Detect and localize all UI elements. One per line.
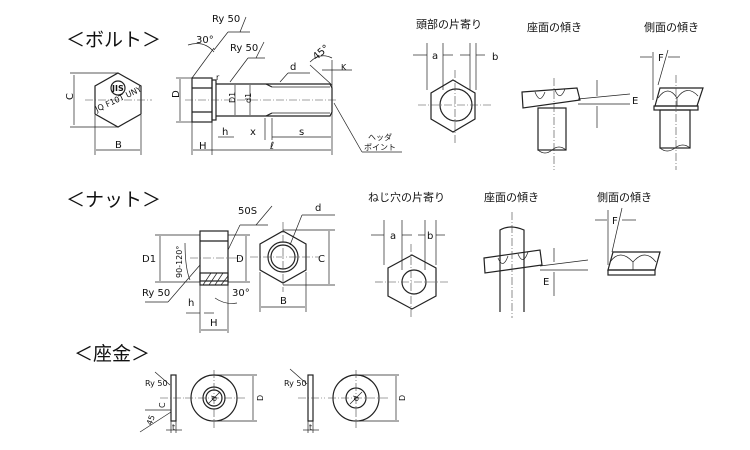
bolt-head-offset-view: 頭部の片寄り a b [413, 17, 498, 145]
label-H: H [210, 318, 218, 329]
bolt-side-view: Ry 50 30° Ry 50 r d 45° K D D1 d1 h x s … [171, 14, 402, 155]
label-r: r [216, 73, 220, 82]
label-K: K [341, 63, 347, 72]
label-h: h [188, 298, 194, 309]
hole-offset-title: ねじ穴の片寄り [368, 190, 445, 204]
label-50S: 50S [238, 206, 257, 217]
label-ry50-head: Ry 50 [212, 14, 240, 25]
label-ry50: Ry 50 [145, 379, 168, 388]
label-ry50: Ry 50 [142, 288, 170, 299]
bolt-side-tilt-title: 側面の傾き [644, 20, 699, 34]
head-offset-title: 頭部の片寄り [416, 17, 482, 31]
label-d1: d1 [244, 93, 253, 103]
label-t: t [172, 423, 175, 432]
label-b: b [427, 231, 433, 242]
label-C: C [318, 254, 325, 265]
label-d: d [351, 395, 361, 403]
label-angle-45: 45 [145, 414, 157, 427]
bolt-seat-tilt-view: 座面の傾き E [521, 20, 638, 170]
label-angle-90-120: 90-120° [175, 246, 184, 278]
label-D1: D1 [228, 92, 237, 103]
nut-side-tilt-title: 側面の傾き [597, 190, 652, 204]
label-l: ℓ [270, 141, 274, 152]
jis-logo-text: JIS [111, 84, 124, 93]
label-D: D [398, 395, 407, 401]
label-ry50-shank: Ry 50 [230, 43, 258, 54]
label-D: D [171, 90, 182, 98]
label-ry50: Ry 50 [284, 379, 307, 388]
label-C: C [158, 402, 167, 408]
nut-hole-offset-view: ねじ穴の片寄り a b [368, 190, 450, 318]
washer-right: Ry 50 t d D [284, 368, 407, 433]
nut-side-tilt-view: 側面の傾き F [595, 190, 661, 276]
nut-section-title: ＜ナット＞ [66, 189, 161, 211]
label-h: h [222, 127, 228, 138]
label-H: H [199, 141, 207, 152]
label-angle-45: 45° [311, 43, 332, 63]
label-x: x [250, 127, 256, 138]
label-C: C [65, 93, 76, 100]
label-d: d [209, 395, 219, 403]
label-d: d [290, 62, 296, 73]
label-F: F [658, 53, 664, 64]
label-D: D [256, 395, 265, 401]
label-header-point-2: ポイント [364, 143, 396, 152]
nut-seat-tilt-view: 座面の傾き E [483, 190, 589, 318]
label-B: B [115, 140, 122, 151]
label-angle-30: 30° [232, 288, 250, 299]
label-E: E [632, 96, 638, 107]
bolt-head-top-view: JIS JQ F10T UNY C B [65, 72, 152, 155]
label-header-point-1: ヘッダ [368, 132, 392, 142]
washer-left: Ry 50 C 45 t d D [139, 370, 265, 433]
label-s: s [299, 127, 304, 138]
label-t: t [309, 423, 312, 432]
label-D1: D1 [142, 254, 156, 265]
nut-side-view: 50S D1 90-120° D Ry 50 30° h H [142, 205, 273, 333]
label-B: B [280, 296, 287, 307]
label-F: F [612, 216, 618, 227]
nut-top-view: d C B [250, 203, 335, 312]
bolt-section-title: ＜ボルト＞ [66, 29, 161, 51]
label-d: d [315, 203, 321, 214]
bolt-side-tilt-view: 側面の傾き F [640, 20, 704, 170]
label-b: b [492, 52, 498, 63]
nut-seat-tilt-title: 座面の傾き [484, 190, 539, 204]
label-a: a [432, 51, 438, 62]
washer-section-title: ＜座金＞ [74, 343, 150, 365]
label-E: E [543, 277, 549, 288]
label-angle-30: 30° [196, 35, 214, 46]
jis-logo-icon [110, 80, 126, 96]
label-D: D [236, 254, 244, 265]
bolt-seat-tilt-title: 座面の傾き [527, 20, 582, 34]
label-a: a [390, 231, 396, 242]
